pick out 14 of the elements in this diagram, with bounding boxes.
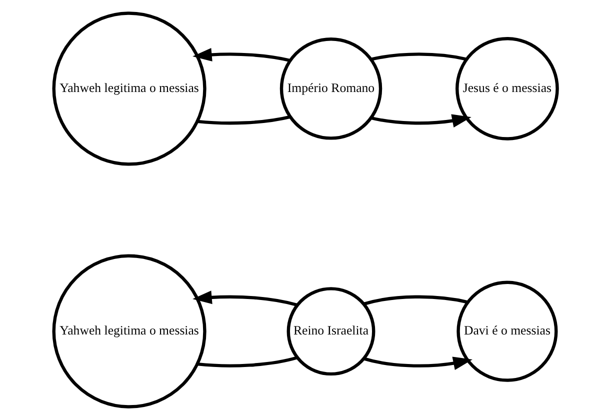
arrow [370, 114, 472, 127]
connector [370, 52, 467, 60]
arrow [192, 47, 291, 62]
arrow [364, 356, 472, 370]
node-circle: Reino Israelita [286, 286, 376, 376]
connector [197, 114, 291, 124]
node-circle: Davi é o messias [456, 280, 558, 382]
arrow [192, 290, 298, 306]
node-circle: Yahweh legitima o messias [52, 254, 206, 408]
connector [364, 294, 468, 305]
connector [197, 356, 298, 367]
node-circle: Império Romano [280, 37, 382, 140]
node-circle: Yahweh legitima o messias [52, 11, 206, 166]
node-circle: Jesus é o messias [456, 36, 559, 140]
